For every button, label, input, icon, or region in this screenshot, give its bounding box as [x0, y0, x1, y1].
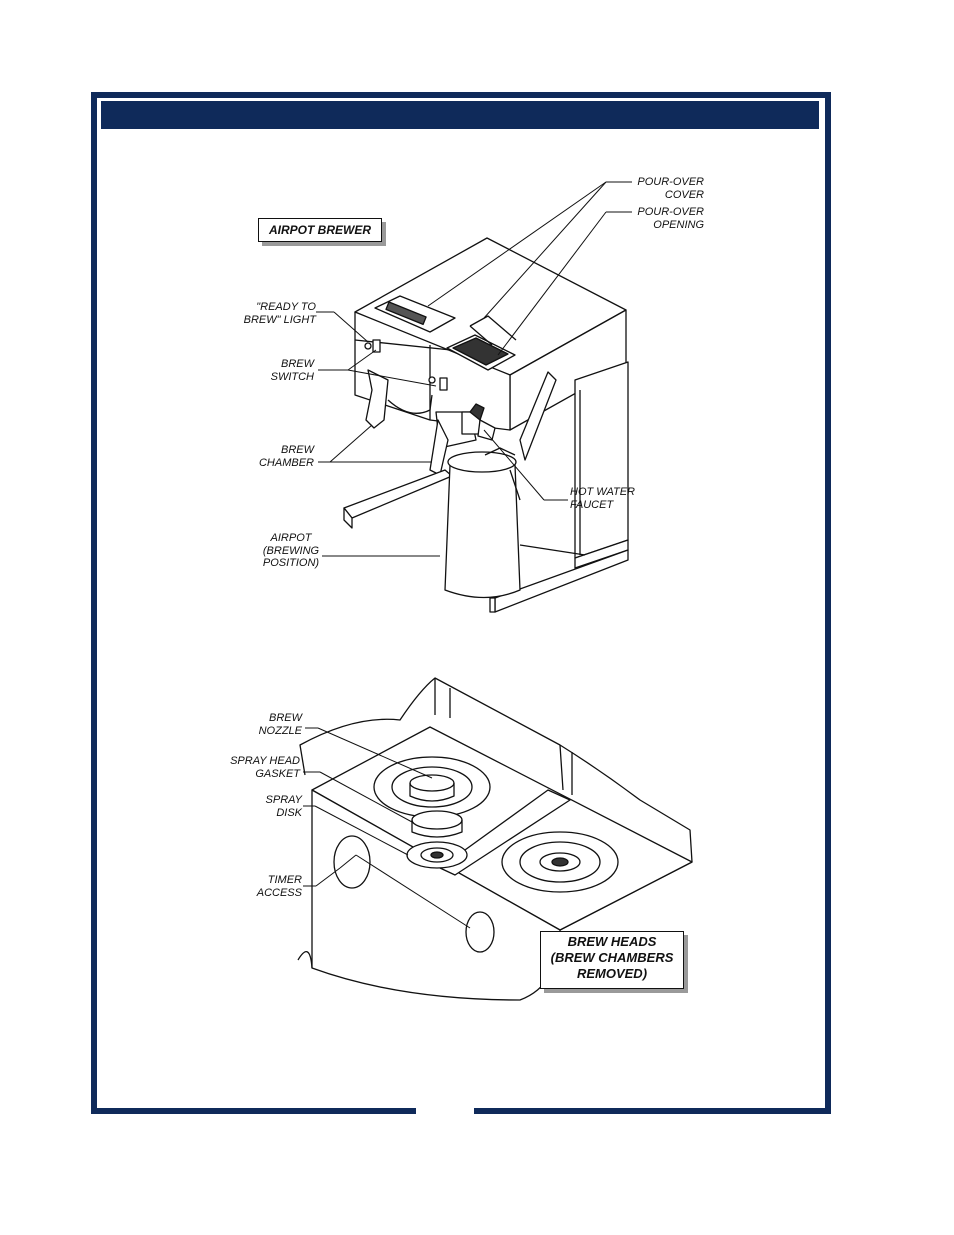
timer-access-label: TIMER ACCESS	[256, 874, 302, 899]
brew-switch-label: BREW SWITCH	[270, 358, 314, 383]
hot-water-faucet-label: HOT WATER FAUCET	[570, 486, 635, 511]
spray-head-gasket-label: SPRAY HEAD GASKET	[230, 755, 300, 780]
ready-to-brew-light-label: "READY TO BREW" LIGHT	[243, 301, 316, 326]
bottom-leader-lines	[303, 727, 471, 929]
pour-over-cover-label: POUR-OVER COVER	[637, 176, 704, 201]
header-bar	[101, 101, 819, 129]
airpot-brewing-position-label: AIRPOT (BREWING POSITION)	[262, 532, 320, 569]
pour-over-opening-label: POUR-OVER OPENING	[637, 206, 704, 231]
brew-nozzle-label: BREW NOZZLE	[258, 712, 302, 737]
spray-disk-label: SPRAY DISK	[265, 794, 302, 819]
brew-heads-title: BREW HEADS (BREW CHAMBERS REMOVED)	[540, 931, 684, 989]
brew-chamber-label: BREW CHAMBER	[258, 444, 314, 469]
brew-heads-illustration	[297, 677, 693, 1001]
blue-border	[91, 92, 831, 1114]
top-leader-lines	[316, 181, 632, 557]
airpot-brewer-illustration	[343, 237, 629, 613]
airpot-brewer-title: AIRPOT BREWER	[258, 218, 382, 242]
